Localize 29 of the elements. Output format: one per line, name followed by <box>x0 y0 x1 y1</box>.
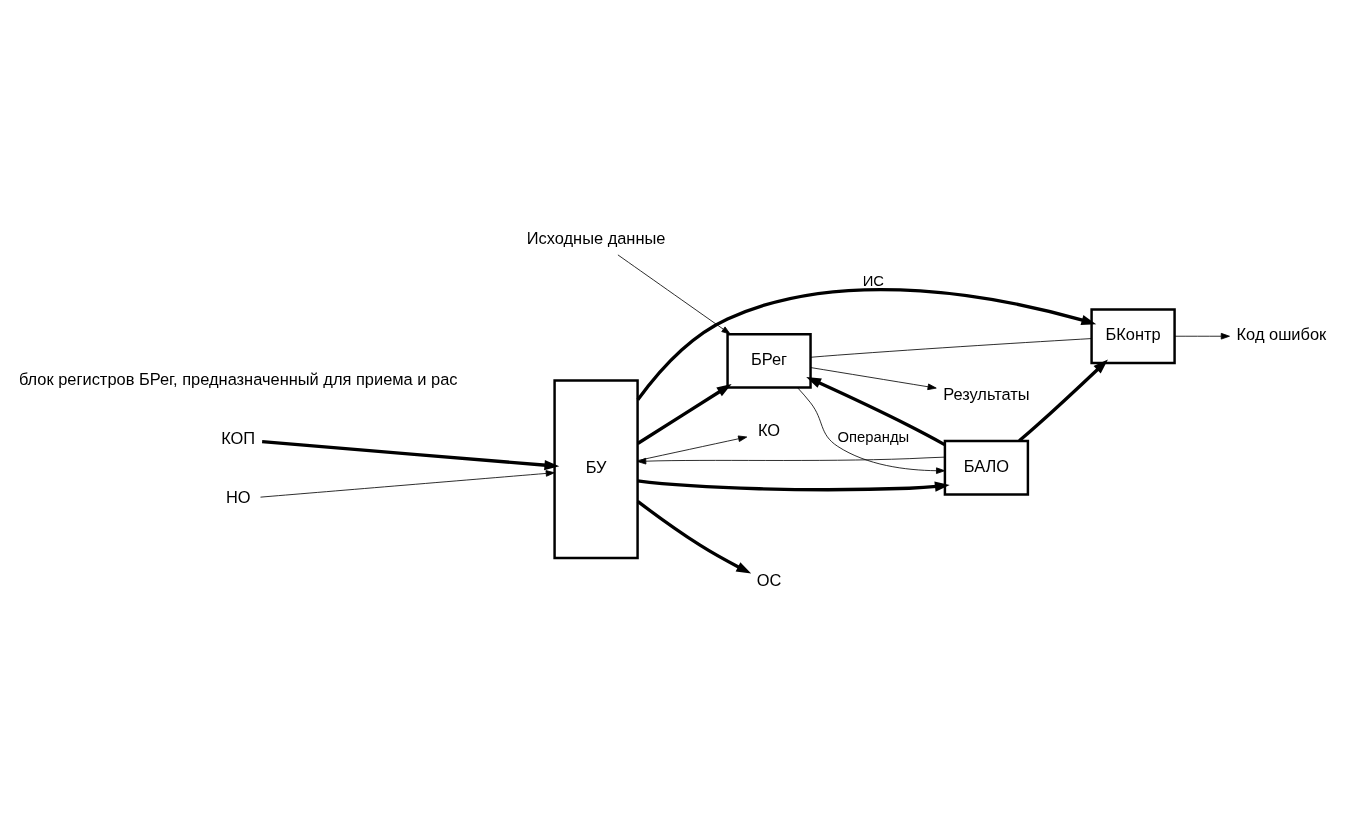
arrow <box>636 287 1097 401</box>
node-text: КО <box>757 421 781 440</box>
arrow <box>636 384 732 445</box>
label: блок регистров БРег, предназначенный для приема и рас <box>18 369 458 388</box>
node-box: БКонтр <box>1090 308 1176 365</box>
arrow <box>636 500 752 574</box>
node-box: БАЛО <box>943 439 1030 496</box>
arrow <box>797 387 946 474</box>
node-text: Исходные данные <box>526 229 666 248</box>
arrow <box>810 367 937 391</box>
node-text: Код ошибок <box>1236 325 1327 344</box>
node-text: ОС <box>756 571 782 590</box>
arrow <box>262 440 560 471</box>
arrow <box>1174 332 1230 340</box>
arrow <box>806 377 946 447</box>
arrow <box>637 435 748 461</box>
arrow <box>617 254 731 335</box>
node-text: НО <box>225 488 251 507</box>
arrow <box>1018 359 1108 443</box>
node-box: БУ <box>553 379 639 560</box>
arrow <box>260 470 555 498</box>
arrow <box>637 456 946 465</box>
node-text: КОП <box>221 428 256 447</box>
node-box: БРег <box>726 332 812 389</box>
edge-label: Операнды <box>837 428 910 445</box>
node-text: Результаты <box>943 385 1030 404</box>
edge-label: ИС <box>862 272 885 289</box>
connector <box>810 338 1092 358</box>
arrow <box>637 479 950 492</box>
